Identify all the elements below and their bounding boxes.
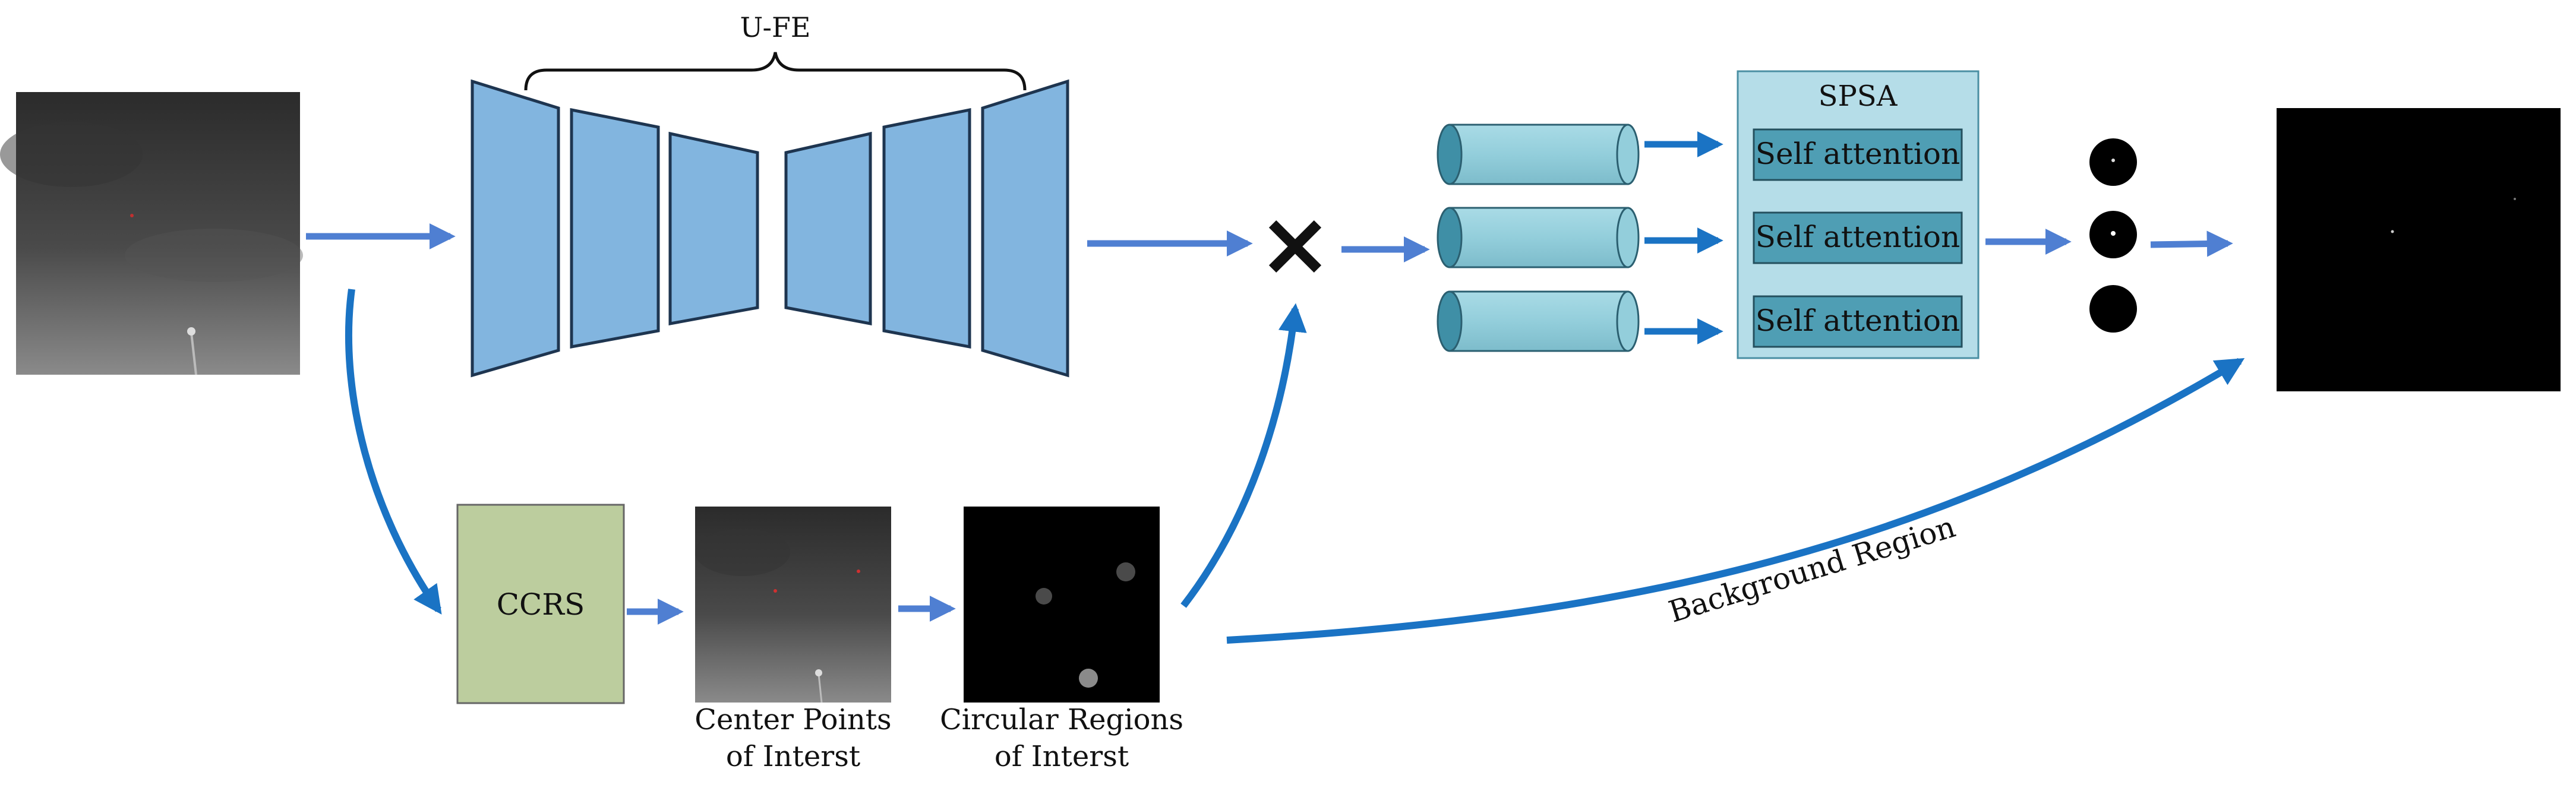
decoder-block-1	[784, 131, 872, 326]
ccrs-block	[456, 504, 625, 704]
arrow-input-to-ccrs	[345, 289, 442, 615]
decoder-block-3	[981, 79, 1069, 378]
center-points-caption-line2: of Interst	[726, 740, 860, 773]
token-cylinder-3	[1437, 290, 1640, 352]
arrow-background-region	[1226, 357, 2245, 644]
self-attention-label-1: Self attention	[1756, 137, 1960, 171]
spsa-module: SPSA Self attention Self attention Self …	[1737, 70, 1980, 359]
ufe-network	[471, 79, 1069, 378]
ufe-label: U-FE	[740, 11, 811, 43]
encoder-block-1	[471, 79, 560, 378]
center-points-caption-line1: Center Points	[694, 703, 891, 736]
output-patch-3	[2089, 285, 2137, 333]
output-patches	[2089, 138, 2137, 333]
self-attention-block-2	[1753, 211, 1963, 264]
self-attention-block-3	[1753, 295, 1963, 348]
background-region-label: Background Region	[1665, 510, 1959, 629]
center-points-image	[695, 507, 891, 703]
token-cylinder-2	[1437, 207, 1640, 268]
encoder-block-3	[668, 131, 759, 326]
arrow-patches-to-output	[2150, 230, 2233, 257]
multiply-icon: ×	[1258, 192, 1333, 296]
token-cylinders	[1437, 124, 1640, 352]
spsa-label: SPSA	[1819, 80, 1898, 113]
self-attention-label-3: Self attention	[1756, 303, 1960, 338]
self-attention-label-2: Self attention	[1756, 220, 1960, 254]
circular-regions-image	[964, 507, 1160, 703]
arrow-regions-to-multiply	[1180, 303, 1307, 608]
decoder-block-2	[882, 107, 971, 349]
self-attention-block-1	[1753, 128, 1963, 181]
encoder-block-2	[570, 107, 660, 349]
ccrs-label: CCRS	[497, 587, 585, 622]
circular-regions-caption-line2: of Interst	[995, 740, 1129, 773]
input-image	[0, 92, 303, 375]
token-cylinder-1	[1437, 124, 1640, 185]
ufe-brace	[524, 52, 1027, 91]
circular-regions-caption-line1: Circular Regions	[940, 703, 1183, 736]
output-image	[2277, 108, 2561, 391]
